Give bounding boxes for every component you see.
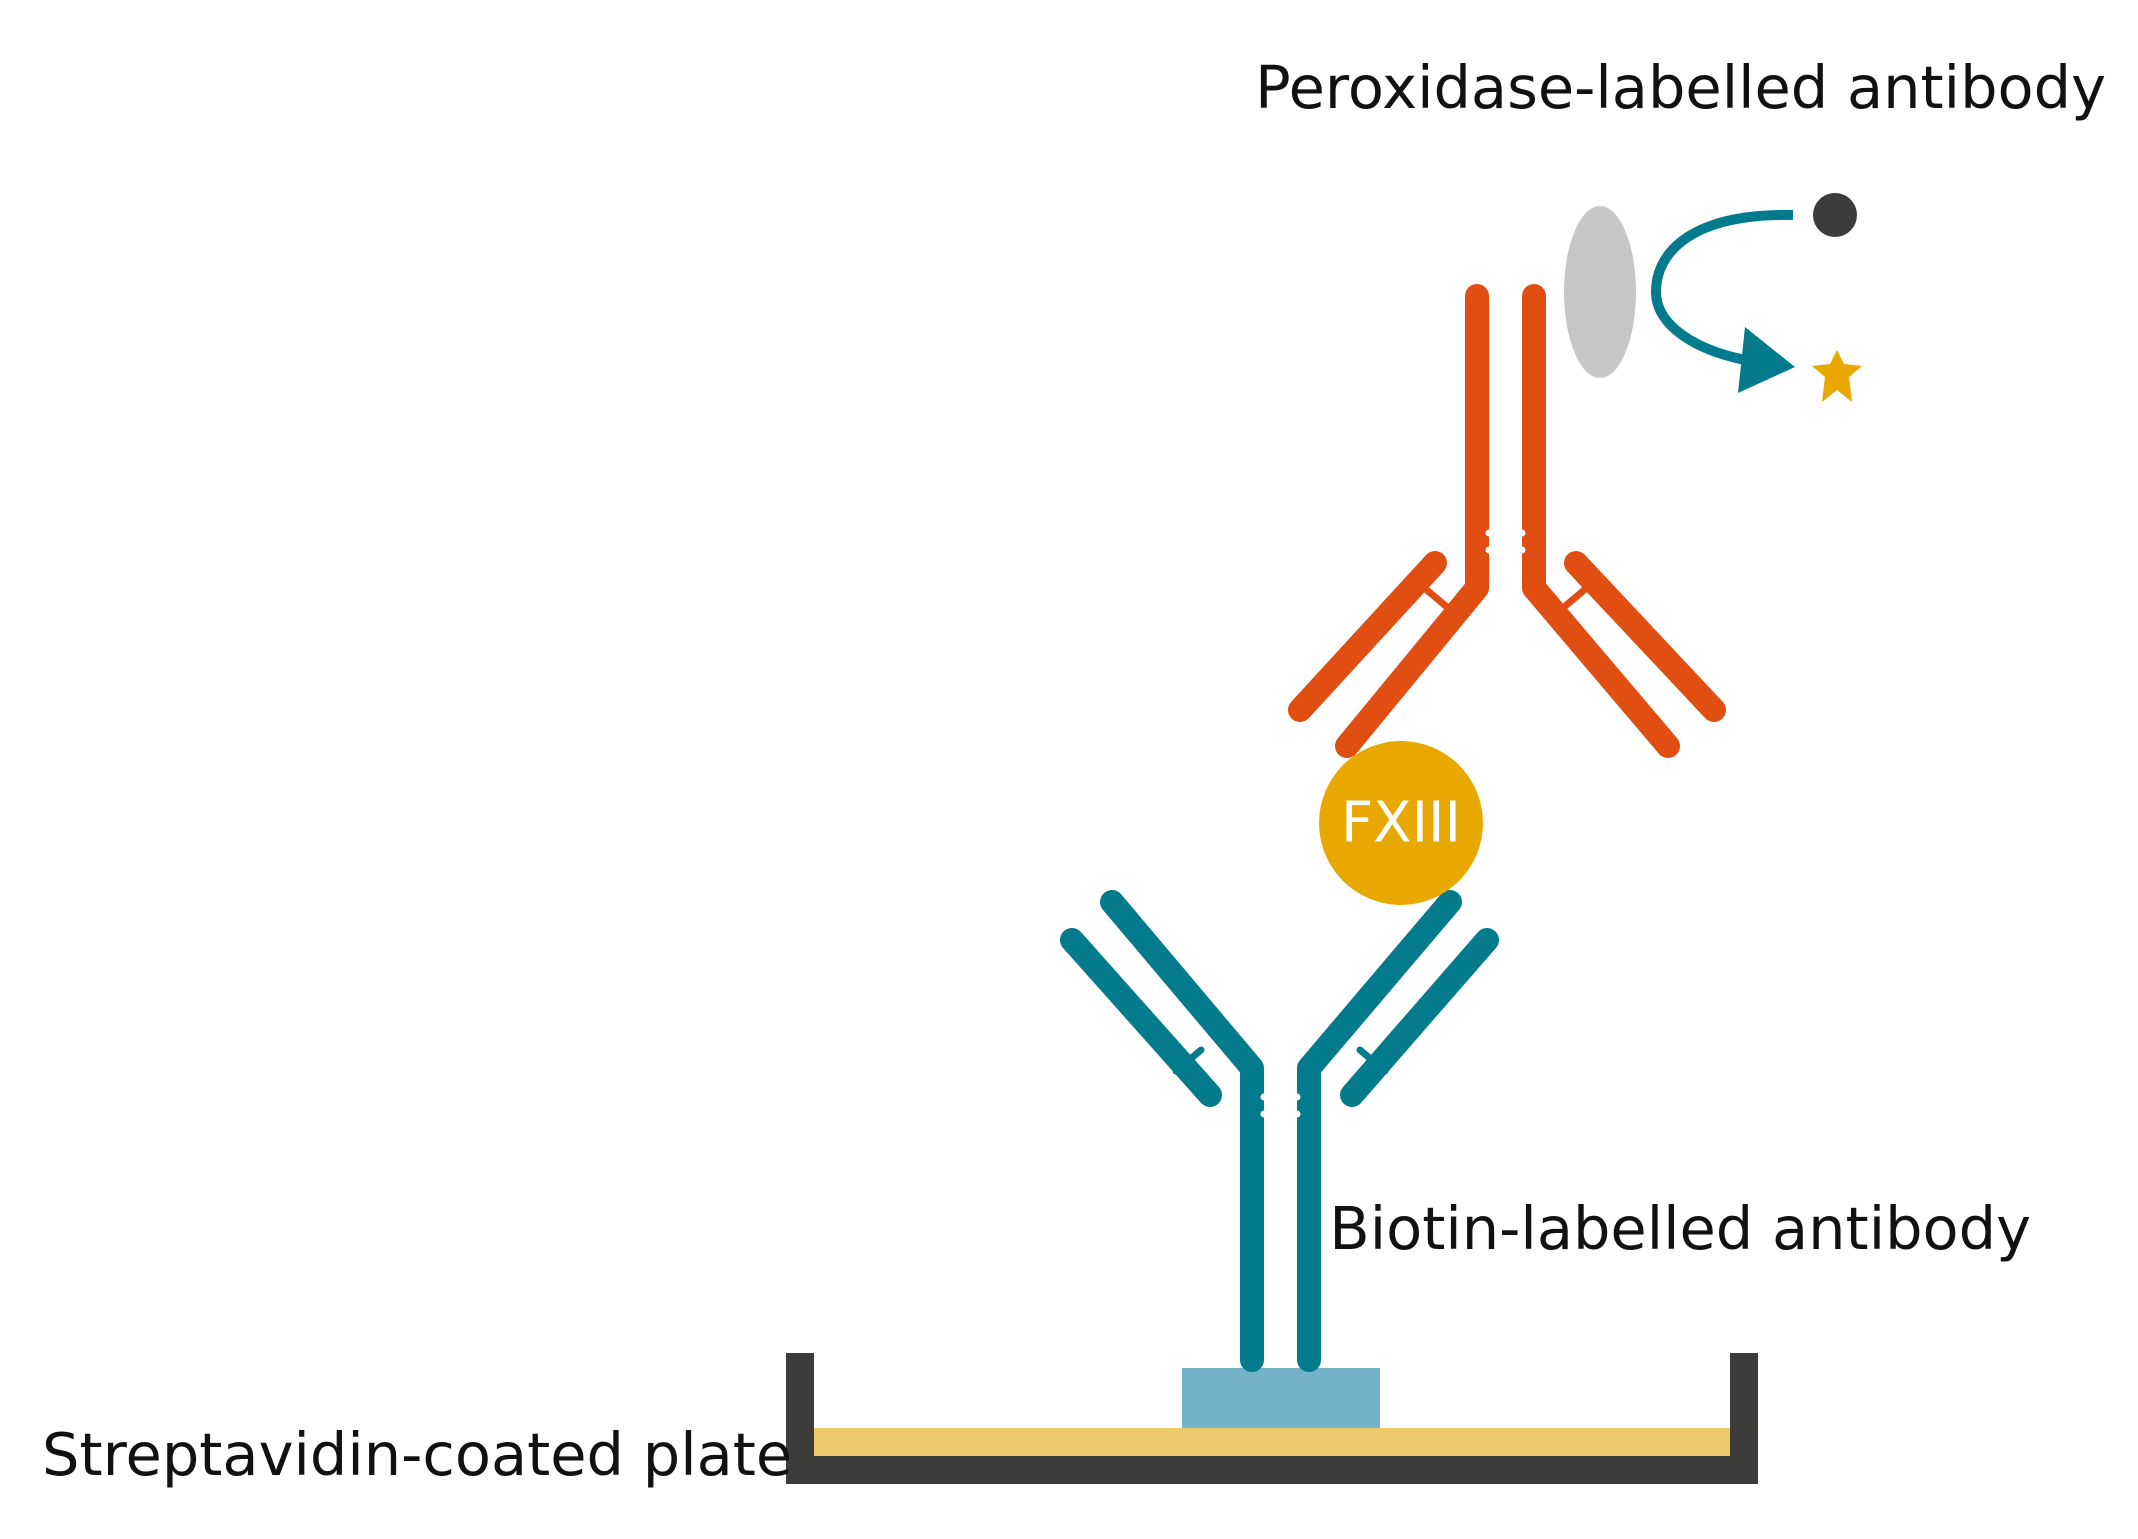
arm-bond-left xyxy=(1172,1046,1205,1075)
biotin-antibody-label: Biotin-labelled antibody xyxy=(1329,1194,2031,1263)
peroxidase-enzyme xyxy=(1564,206,1636,378)
arm-bond-right xyxy=(1560,582,1593,611)
biotin-labelled-antibody xyxy=(1060,890,1499,1372)
dot-icon xyxy=(1813,193,1857,237)
arm-inner-left xyxy=(1335,576,1489,758)
reaction xyxy=(1650,193,1862,402)
peroxidase-antibody-label: Peroxidase-labelled antibody xyxy=(1255,53,2106,122)
antigen-circle xyxy=(1319,741,1483,905)
arrow-head xyxy=(1738,327,1795,393)
star-icon xyxy=(1812,350,1862,402)
curved-arrow-icon xyxy=(1650,209,1794,367)
arm-outer-left xyxy=(1288,551,1447,722)
arm-inner-right xyxy=(1297,890,1462,1080)
plate-coating xyxy=(813,1428,1731,1456)
arm-inner-right xyxy=(1522,576,1680,758)
arm-bond-left xyxy=(1418,582,1451,611)
streptavidin-block xyxy=(1182,1368,1380,1428)
antigen-label: FXIII xyxy=(1341,791,1461,856)
arm-outer-left xyxy=(1060,928,1222,1107)
plate-label: Streptavidin-coated plate xyxy=(42,1420,792,1489)
arm-outer-right xyxy=(1564,551,1726,722)
fxiii-antigen: FXIII xyxy=(1319,741,1483,905)
peroxidase-labelled-antibody xyxy=(1288,284,1726,758)
arm-inner-left xyxy=(1100,890,1264,1080)
arm-bond-right xyxy=(1356,1046,1389,1075)
streptavidin-coated-plate xyxy=(786,1353,1758,1484)
arm-outer-right xyxy=(1340,928,1499,1107)
plate-wall xyxy=(786,1353,1758,1484)
